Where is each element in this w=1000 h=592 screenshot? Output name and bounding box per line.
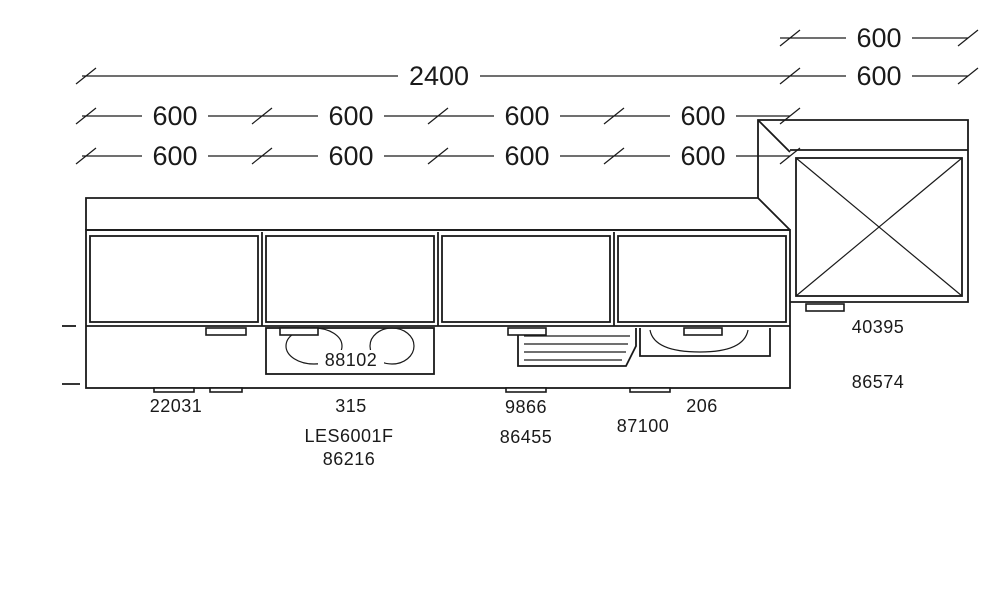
dim-row1-b: 600 (328, 101, 373, 131)
cabinet-2-handle (279, 327, 319, 336)
article-codes: 22031 88102 315 LES6001F 86216 9866 8645… (150, 317, 905, 469)
cabinet-4-handle (683, 327, 723, 336)
plinth-foot-4 (629, 387, 671, 393)
cabinet-3 (441, 232, 637, 367)
base-cabinets (62, 229, 791, 393)
code-cabinet-4-b: 87100 (617, 416, 670, 436)
code-cabinet-2-b: LES6001F (304, 426, 393, 446)
cabinet-1 (89, 232, 263, 336)
dim-row1-a: 600 (152, 101, 197, 131)
dimension-labels: 600 2400 600 600 600 600 600 600 600 600… (142, 23, 912, 171)
code-sink: 88102 (325, 350, 378, 370)
corner-unit (757, 119, 969, 312)
dim-corner-second: 600 (856, 61, 901, 91)
countertop (85, 197, 791, 231)
code-cabinet-3-a: 9866 (505, 397, 547, 417)
cabinet-3-handle (507, 327, 547, 336)
dim-row1-c: 600 (504, 101, 549, 131)
dim-row2-c: 600 (504, 141, 549, 171)
cabinet-1-handle (205, 327, 247, 336)
dim-row2-d: 600 (680, 141, 725, 171)
code-cabinet-2-c: 86216 (323, 449, 376, 469)
corner-handle (805, 303, 845, 312)
code-cabinet-4-a: 206 (686, 396, 718, 416)
cabinet-4 (617, 235, 787, 357)
code-corner-b: 86574 (852, 372, 905, 392)
code-corner-a: 40395 (852, 317, 905, 337)
dim-row2-a: 600 (152, 141, 197, 171)
code-cabinet-3-b: 86455 (500, 427, 553, 447)
cabinet-2-sink (265, 229, 439, 375)
code-cabinet-2-a: 315 (335, 396, 367, 416)
dim-total-width: 2400 (409, 61, 469, 91)
dim-row2-b: 600 (328, 141, 373, 171)
plinth-foot-3 (505, 387, 547, 393)
dim-row1-d: 600 (680, 101, 725, 131)
plinth-foot-1 (153, 387, 195, 393)
dim-corner-top: 600 (856, 23, 901, 53)
plinth-foot-2 (209, 387, 243, 393)
code-cabinet-1: 22031 (150, 396, 203, 416)
